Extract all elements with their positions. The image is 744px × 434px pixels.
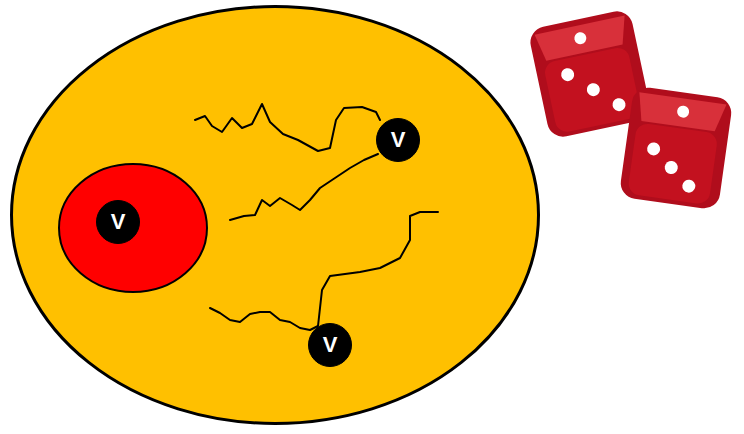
nucleus-ellipse: V <box>58 163 208 293</box>
particle-label: V <box>111 211 126 233</box>
v-particle: V <box>96 200 140 244</box>
cell-ellipse: V V V <box>10 5 540 425</box>
v-particle: V <box>376 118 420 162</box>
particle-label: V <box>323 334 338 356</box>
die <box>619 86 734 211</box>
particle-label: V <box>391 129 406 151</box>
v-particle: V <box>308 323 352 367</box>
